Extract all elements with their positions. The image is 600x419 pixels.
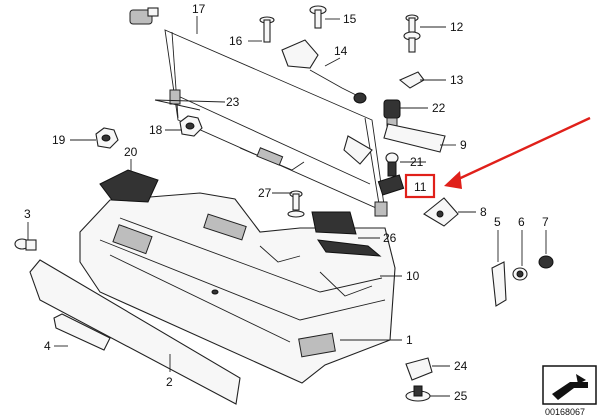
leader-lines bbox=[27, 16, 547, 397]
cover-20 bbox=[99, 169, 159, 203]
callout-21: 21 bbox=[410, 155, 424, 169]
callout-24: 24 bbox=[454, 359, 468, 373]
holder-11 bbox=[377, 174, 405, 196]
callout-23: 23 bbox=[226, 95, 240, 109]
callout-25: 25 bbox=[454, 389, 468, 403]
vehicle-outline-icon bbox=[552, 382, 588, 400]
callout-15: 15 bbox=[343, 12, 357, 26]
roller-blind bbox=[164, 29, 388, 217]
callout-numbers: 17 16 15 12 14 13 23 22 19 18 9 20 21 11… bbox=[24, 2, 549, 403]
callout-11: 11 bbox=[414, 180, 427, 194]
cap-24 bbox=[405, 357, 433, 381]
reference-box: 00168067 bbox=[542, 365, 597, 417]
clip-21 bbox=[385, 152, 399, 177]
callout-22: 22 bbox=[432, 101, 446, 115]
highlight-annotation bbox=[404, 116, 591, 199]
arrow-head-icon bbox=[444, 171, 462, 189]
callout-6: 6 bbox=[518, 215, 525, 229]
screw-27 bbox=[287, 190, 305, 218]
callout-18: 18 bbox=[149, 123, 163, 137]
callout-5: 5 bbox=[494, 215, 501, 229]
nut-19 bbox=[95, 127, 119, 149]
trim-2 bbox=[29, 259, 241, 405]
bracket-9 bbox=[343, 123, 446, 165]
callout-17: 17 bbox=[192, 2, 206, 16]
highlight-box bbox=[404, 173, 436, 199]
callout-4: 4 bbox=[44, 339, 51, 353]
grommet-22 bbox=[383, 99, 401, 127]
callout-13: 13 bbox=[450, 73, 464, 87]
nut-18 bbox=[179, 115, 203, 137]
callout-20: 20 bbox=[124, 145, 138, 159]
callout-7: 7 bbox=[542, 215, 549, 229]
callout-12: 12 bbox=[450, 20, 464, 34]
washer-6 bbox=[512, 267, 528, 281]
direction-arrow-icon bbox=[576, 374, 586, 384]
bracket-4 bbox=[53, 313, 111, 351]
reference-number: 00168067 bbox=[545, 407, 585, 417]
callout-1: 1 bbox=[406, 333, 413, 347]
plate-8 bbox=[423, 197, 459, 227]
callout-10: 10 bbox=[406, 269, 420, 283]
highlight-arrow bbox=[451, 116, 591, 184]
callout-3: 3 bbox=[24, 207, 31, 221]
clip-25 bbox=[405, 385, 431, 402]
fastener-top-17 bbox=[129, 7, 159, 25]
callout-26: 26 bbox=[383, 231, 397, 245]
callout-16: 16 bbox=[229, 34, 243, 48]
bolt-12 bbox=[403, 14, 421, 53]
callout-19: 19 bbox=[52, 133, 66, 147]
callout-9: 9 bbox=[460, 138, 467, 152]
screw-15 bbox=[309, 5, 327, 29]
parcel-shelf bbox=[79, 192, 396, 384]
clip-16 bbox=[259, 16, 275, 43]
callout-14: 14 bbox=[334, 44, 348, 58]
nut-7 bbox=[538, 255, 554, 269]
pad-26 bbox=[311, 211, 382, 257]
bracket-14 bbox=[281, 39, 367, 104]
callout-2: 2 bbox=[166, 375, 173, 389]
hook-5 bbox=[491, 261, 507, 307]
callout-27: 27 bbox=[258, 186, 272, 200]
clip-3 bbox=[14, 238, 37, 251]
callout-8: 8 bbox=[480, 205, 487, 219]
